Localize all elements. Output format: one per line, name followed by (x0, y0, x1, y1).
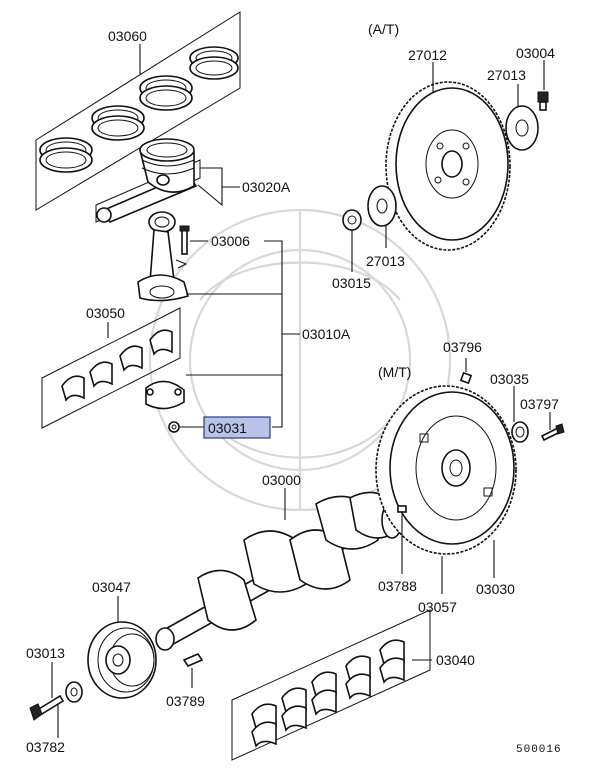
piston-assembly[interactable]: 03020A (95, 138, 291, 224)
pulley-washer[interactable]: 03782 (26, 681, 83, 755)
label-03035: 03035 (490, 371, 529, 387)
section-label-at: (A/T) (368, 21, 399, 37)
label-03000: 03000 (262, 472, 301, 488)
label-03015: 03015 (332, 275, 371, 291)
label-27013-top: 27013 (487, 67, 526, 83)
watermark-emblem (148, 208, 452, 512)
label-03060: 03060 (108, 28, 147, 44)
adapter-plate-top[interactable]: 27013 (487, 67, 539, 151)
reference-code: 500016 (516, 744, 562, 756)
flywheel-spacer[interactable]: 03057 (418, 556, 457, 615)
label-03057: 03057 (418, 599, 457, 615)
flywheel-pin[interactable]: 03796 (443, 339, 482, 385)
section-label-mt: (M/T) (378, 364, 411, 380)
label-27013-bottom: 27013 (366, 253, 405, 269)
drive-plate-at[interactable]: (A/T) 27012 (368, 21, 511, 251)
crank-pulley[interactable]: 03047 (87, 579, 157, 699)
crankshaft[interactable]: 03000 (155, 472, 403, 651)
pilot-bearing[interactable]: 03035 (490, 371, 529, 443)
main-bearing-set[interactable]: 03040 (231, 609, 475, 761)
flywheel-bolt[interactable]: 03797 (520, 396, 565, 442)
drive-plate-spacer[interactable]: 03015 (332, 209, 371, 291)
adapter-plate-bottom[interactable]: 27013 (366, 185, 405, 269)
label-03040: 03040 (436, 652, 475, 668)
label-03788: 03788 (378, 578, 417, 594)
label-03030: 03030 (476, 581, 515, 597)
label-03010a: 03010A (302, 326, 351, 342)
rod-bearing-set[interactable]: 03050 (41, 305, 181, 429)
crank-key[interactable]: 03789 (166, 653, 205, 709)
highlight-03031 (203, 416, 271, 439)
flywheel-mt[interactable]: (M/T) 03030 (375, 364, 517, 597)
label-03031[interactable]: 03031 (208, 420, 247, 436)
pulley-bolt[interactable]: 03013 (26, 645, 65, 721)
label-03782: 03782 (26, 739, 65, 755)
label-03013: 03013 (26, 645, 65, 661)
label-03050: 03050 (86, 305, 125, 321)
label-03789: 03789 (166, 693, 205, 709)
label-03797: 03797 (520, 396, 559, 412)
drive-plate-bolt[interactable]: 03004 (516, 45, 555, 111)
connecting-rod[interactable]: 03006 03010A 03031 (137, 211, 351, 439)
label-27012: 27012 (408, 47, 447, 63)
flywheel-dowel[interactable]: 03788 (378, 505, 417, 594)
label-03796: 03796 (443, 339, 482, 355)
label-03006: 03006 (211, 233, 250, 249)
label-03047: 03047 (92, 579, 131, 595)
label-03020a: 03020A (242, 179, 291, 195)
piston-ring-set[interactable]: 03060 (35, 11, 241, 211)
label-03004: 03004 (516, 45, 555, 61)
